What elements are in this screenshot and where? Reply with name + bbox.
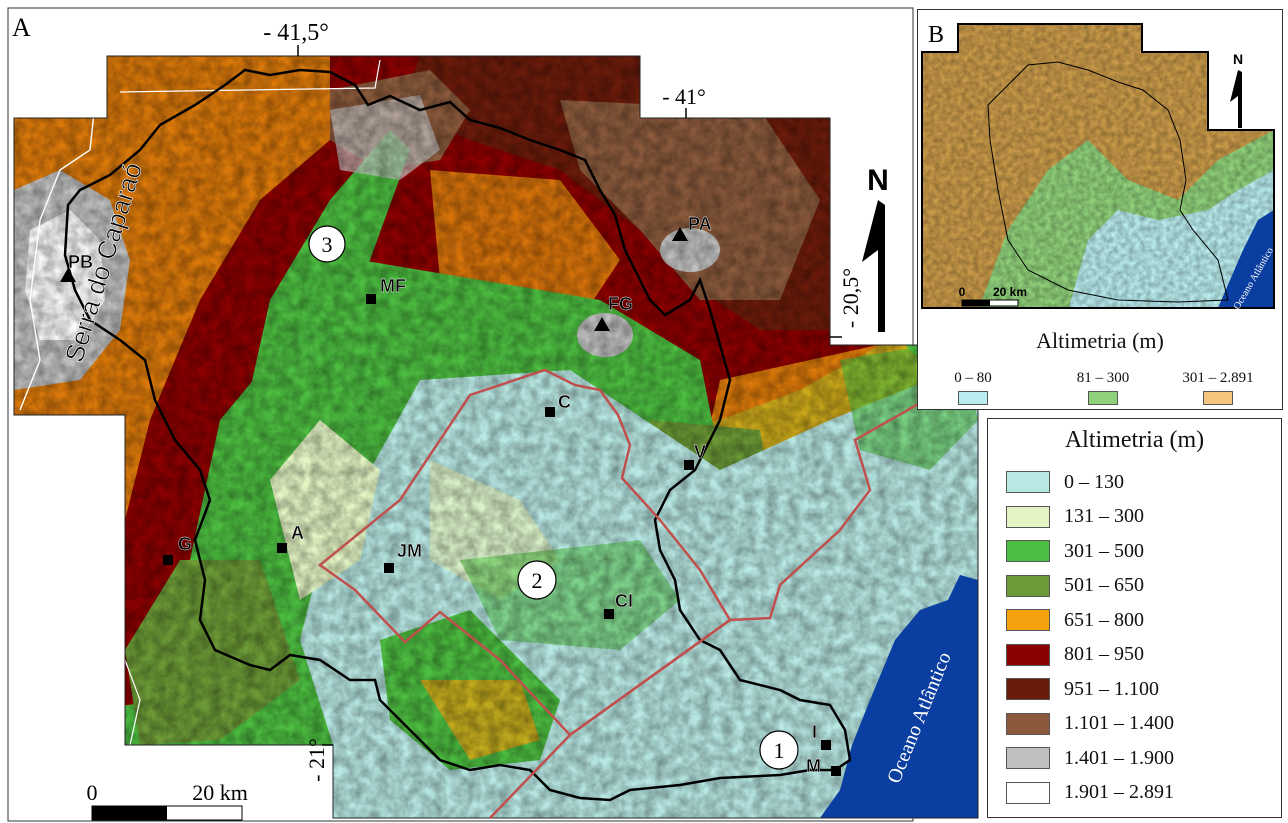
legend-swatch [1006,540,1050,562]
legend-label: 951 – 1.100 [1064,677,1159,700]
svg-text:CI: CI [615,591,633,611]
legend-swatch [1006,712,1050,735]
svg-text:V: V [694,442,706,462]
legend-label: 1.401 – 1.900 [1064,746,1174,769]
inset-legend-item: 81 – 300 [1058,370,1148,410]
town-g: G [163,534,192,565]
svg-text:PB: PB [68,252,93,272]
legend-item: 651 – 800 [1006,605,1144,635]
legend-label: 501 – 650 [1064,574,1144,596]
town-a: A [277,523,304,553]
panel-b-label: B [928,22,944,48]
svg-text:I: I [812,722,817,742]
svg-text:20 km: 20 km [993,285,1027,299]
town-i: I [812,722,831,750]
legend-item: 131 – 300 [1006,502,1144,532]
legend-item: 501 – 650 [1006,571,1144,601]
inset-legend-swatch [1203,391,1233,405]
elevation-legend: Altimetria (m) 0 – 130 131 – 300 301 – 500… [987,418,1282,818]
legend-label: 0 – 130 [1064,470,1124,493]
legend-swatch [1006,505,1050,528]
svg-text:JM: JM [397,541,422,561]
legend-item: 0 – 130 [1006,467,1124,497]
peak-fg: FG [594,294,633,331]
legend-swatch [1006,781,1050,804]
svg-text:MF: MF [380,276,406,296]
region-2-marker: 2 [517,560,557,600]
legend-label: 651 – 800 [1064,608,1144,631]
inset-legend-item: 0 – 80 [928,370,1018,410]
region-3-marker: 3 [308,225,346,263]
legend-item: 1.401 – 1.900 [1006,743,1174,773]
inset-legend-swatch [958,391,988,405]
town-ci: CI [604,591,633,619]
svg-text:0: 0 [87,780,98,805]
inset-north-arrow: N [1230,51,1243,128]
ocean-area [820,575,978,818]
svg-text:N: N [1233,51,1243,67]
legend-swatch [1006,678,1050,700]
legend-item: 951 – 1.100 [1006,674,1159,704]
legend-item: 801 – 950 [1006,640,1144,670]
svg-text:20 km: 20 km [192,780,248,805]
legend-item: 1.901 – 2.891 [1006,778,1174,808]
town-mf: MF [366,276,406,304]
legend-swatch [1006,574,1050,597]
town-c: C [545,392,571,417]
svg-text:FG: FG [608,294,633,314]
svg-text:1: 1 [774,738,785,763]
inset-legend-title: Altimetria (m) [1036,328,1164,353]
lon-label-41-5: - 41,5° [263,20,329,46]
svg-text:2: 2 [532,568,543,593]
inset-ocean-area [1218,210,1274,308]
panel-a-label: A [12,13,31,42]
coordinate-ticks [297,45,842,746]
svg-text:3: 3 [322,232,333,257]
svg-text:0: 0 [959,285,966,299]
legend-label: 1.901 – 2.891 [1064,781,1174,803]
inset-map-b: B N Oceano Atlântico 0 20 km Altimetria … [917,9,1283,410]
svg-text:N: N [867,164,889,197]
inset-legend-swatch [1088,391,1118,405]
inset-map-b-figure: B N Oceano Atlântico 0 20 km [921,22,1276,312]
lat-label-20-5: - 20,5° [838,268,863,328]
svg-text:PA: PA [688,214,712,234]
legend-label: 301 – 500 [1064,539,1144,562]
lon-label-41: - 41° [662,84,706,109]
legend-item: 1.101 – 1.400 [1006,709,1174,739]
legend-label: 801 – 950 [1064,643,1144,665]
legend-item: 301 – 500 [1006,536,1144,566]
town-v: V [684,442,706,470]
zone-2-boundary [317,368,732,737]
svg-text:G: G [178,534,192,554]
legend-title: Altimetria (m) [1064,427,1205,453]
lat-label-21: - 21° [304,738,329,782]
legend-label: 131 – 300 [1064,505,1144,527]
svg-text:M: M [806,756,821,776]
north-arrow: N [862,164,889,332]
svg-text:C: C [558,392,571,412]
peak-pb: PB [60,252,93,282]
legend-swatch [1006,747,1050,769]
town-jm: JM [384,541,422,573]
legend-swatch [1006,643,1050,666]
region-1-marker: 1 [759,730,799,770]
inset-legend-item: 301 – 2.891 [1173,370,1263,410]
legend-swatch [1006,471,1050,493]
basin-boundary [63,68,852,802]
town-m: M [806,756,841,776]
inset-scale-bar: 0 20 km [959,285,1027,307]
legend-swatch [1006,609,1050,631]
zone-1-boundary [489,368,979,819]
map-outline [13,55,979,819]
elevation-map [14,56,978,818]
svg-text:A: A [291,523,304,543]
peak-pa: PA [672,214,712,241]
legend-label: 1.101 – 1.400 [1064,712,1174,734]
scale-bar-a: 0 20 km [87,780,248,821]
